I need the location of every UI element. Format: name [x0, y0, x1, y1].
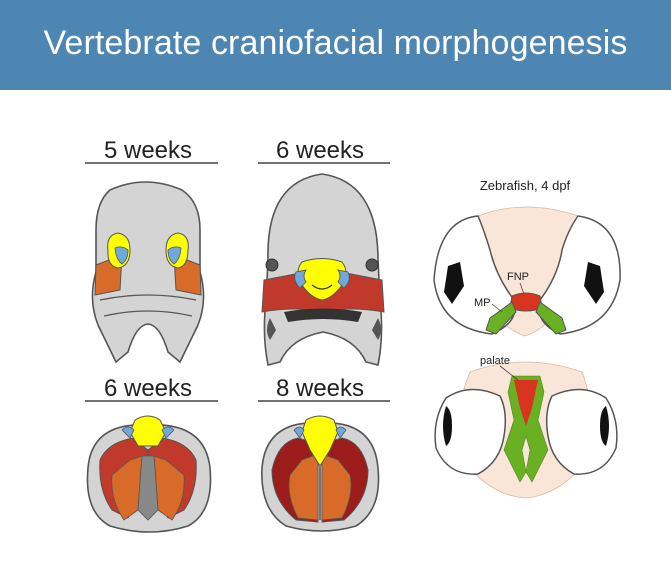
panel-human-8-weeks-palate: 8 weeks — [258, 375, 390, 532]
annotation-palate: palate — [480, 355, 510, 367]
annotation-leader — [491, 303, 503, 313]
craniofacial-figure: 5 weeks 6 weeks — [85, 137, 621, 533]
panel-label-5-weeks: 5 weeks — [104, 137, 192, 164]
panel-label-6-weeks: 6 weeks — [276, 137, 364, 164]
zebrafish-palate-view: palate — [434, 355, 618, 499]
zebrafish-label: Zebrafish, 4 dpf — [480, 178, 571, 193]
slide-title: Vertebrate craniofacial morphogenesis — [43, 24, 628, 62]
ethmoid-plate — [514, 380, 538, 426]
nasal-pit-left — [114, 246, 129, 265]
maxillary-process-right — [535, 301, 567, 335]
nasal-pit-right — [337, 269, 350, 289]
ear-hillock-right — [372, 318, 381, 340]
zebrafish-head-ventral: FNP MP — [433, 206, 621, 337]
primary-palate — [301, 415, 339, 467]
palate-6-weeks — [86, 415, 212, 533]
annotation-leader — [499, 365, 519, 381]
eye-left — [265, 258, 279, 272]
palatal-shelf-right — [153, 455, 185, 521]
head-outline — [91, 181, 205, 364]
palate-8-weeks — [261, 415, 380, 532]
nasal-pit-right — [335, 426, 347, 439]
panel-human-6-weeks-palate: 6 weeks — [85, 375, 218, 533]
palatal-shelf-left — [111, 455, 143, 521]
zebrafish-pupil-right — [600, 406, 609, 446]
zebrafish-pupil-right — [584, 262, 604, 304]
embryo-6-weeks-face — [261, 173, 385, 366]
embryo-5-weeks-face — [91, 181, 205, 364]
ear-hillock-left — [267, 318, 276, 340]
zebrafish-pupil-left — [444, 262, 464, 304]
zebrafish-eye-right — [538, 215, 621, 335]
nasal-pit-left — [293, 426, 305, 439]
mouth-line — [311, 284, 333, 290]
primary-palate — [129, 415, 167, 447]
stomodeum — [284, 308, 362, 322]
pharyngeal-arch-line — [99, 294, 197, 301]
zebrafish-eye-left — [434, 388, 507, 475]
zebrafish-eye-right — [545, 388, 618, 475]
eye-right — [365, 258, 379, 272]
nasal-pit-left — [121, 426, 135, 439]
annotation-fnp: FNP — [507, 271, 529, 283]
zebrafish-pupil-left — [443, 406, 452, 446]
pharyngeal-arch-line — [103, 310, 193, 317]
annotation-leader — [519, 282, 525, 295]
panel-label-8-weeks: 8 weeks — [276, 375, 364, 402]
panel-zebrafish: Zebrafish, 4 dpf FNP MP palate — [433, 178, 621, 499]
slide-header: Vertebrate craniofacial morphogenesis — [0, 0, 671, 90]
palate-cartilage — [503, 375, 549, 483]
annotation-mp: MP — [474, 297, 491, 309]
panel-human-5-weeks-front: 5 weeks — [85, 137, 218, 364]
maxillary-process-left — [485, 301, 517, 335]
palatal-shelf-left — [288, 453, 319, 521]
panel-label-6-weeks-palate: 6 weeks — [104, 375, 192, 402]
palatal-shelf-right — [321, 453, 352, 521]
zebrafish-eye-left — [433, 215, 516, 335]
panel-human-6-weeks-front: 6 weeks — [258, 137, 390, 366]
nasal-pit-left — [294, 269, 307, 289]
nasal-pit-right — [167, 246, 182, 265]
nasal-septum — [137, 455, 159, 521]
nasal-pit-right — [161, 426, 175, 439]
